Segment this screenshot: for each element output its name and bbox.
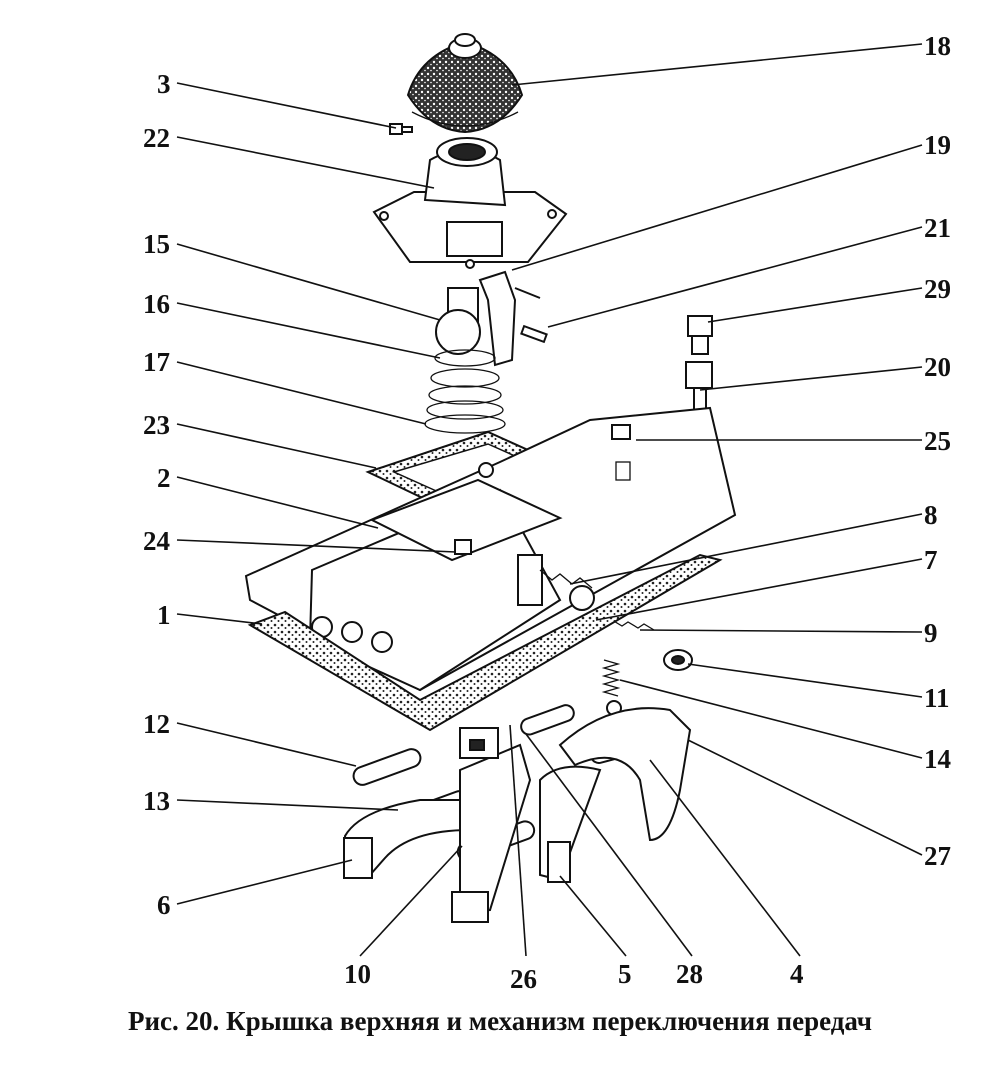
- callout-20: 20: [924, 352, 951, 382]
- gear-lever-part: [435, 270, 548, 367]
- callout-3: 3: [157, 69, 171, 99]
- leader-2: [176, 476, 379, 529]
- leader-27: [687, 739, 923, 856]
- lever-housing-part: [372, 137, 568, 269]
- callout-12: 12: [143, 709, 170, 739]
- callout-24: 24: [143, 526, 170, 556]
- leader-13: [176, 799, 399, 811]
- leader-16: [176, 302, 441, 359]
- small-bolt-part: [389, 123, 413, 135]
- leader-8: [569, 513, 923, 585]
- leader-12: [176, 722, 357, 767]
- detent-spring-part: [517, 554, 693, 671]
- callout-4: 4: [790, 959, 804, 989]
- callout-10: 10: [344, 959, 371, 989]
- callout-8: 8: [924, 500, 938, 530]
- leader-22: [176, 136, 435, 189]
- callout-23: 23: [143, 410, 170, 440]
- lower-gasket-part: [247, 553, 723, 732]
- shift-forks-part: [343, 707, 692, 923]
- leader-9: [639, 629, 923, 633]
- callout-21: 21: [924, 213, 951, 243]
- leader-29: [707, 287, 923, 323]
- callout-2: 2: [157, 463, 171, 493]
- callout-17: 17: [143, 347, 170, 377]
- leader-28: [525, 733, 693, 957]
- callout-9: 9: [924, 618, 938, 648]
- leader-21: [547, 226, 923, 328]
- leader-20: [699, 366, 923, 391]
- callout-13: 13: [143, 786, 170, 816]
- leader-18: [511, 43, 923, 86]
- callout-16: 16: [143, 289, 170, 319]
- leader-19: [511, 144, 923, 271]
- leader-11: [687, 663, 923, 698]
- switch-part: [685, 315, 713, 417]
- callout-7: 7: [924, 545, 938, 575]
- leader-5: [559, 875, 627, 957]
- leader-4: [649, 759, 801, 957]
- exploded-assembly-drawing: 18 3 22 19 15 21 29 16 17 20 23 25 2 8 2…: [143, 31, 951, 994]
- small-spring-part: [601, 659, 622, 716]
- leader-14: [619, 679, 923, 759]
- callout-19: 19: [924, 130, 951, 160]
- boot-part: [406, 33, 524, 134]
- leader-3: [176, 82, 397, 129]
- leader-1: [176, 613, 263, 625]
- leader-lines: [176, 43, 923, 957]
- leader-6: [176, 859, 353, 905]
- callout-5: 5: [618, 959, 632, 989]
- callout-15: 15: [143, 229, 170, 259]
- callout-labels: 18 3 22 19 15 21 29 16 17 20 23 25 2 8 2…: [143, 31, 951, 994]
- callout-26: 26: [510, 964, 537, 994]
- callout-29: 29: [924, 274, 951, 304]
- spring-part: [424, 349, 506, 434]
- leader-24: [176, 539, 457, 553]
- top-cover-part: [244, 406, 737, 692]
- callout-14: 14: [924, 744, 951, 774]
- callout-27: 27: [924, 841, 951, 871]
- leader-10: [359, 845, 463, 957]
- leader-26: [509, 724, 527, 957]
- figure-caption: Рис. 20. Крышка верхняя и механизм перек…: [127, 1006, 873, 1036]
- callout-22: 22: [143, 123, 170, 153]
- callout-6: 6: [157, 890, 171, 920]
- callout-25: 25: [924, 426, 951, 456]
- callout-18: 18: [924, 31, 951, 61]
- leader-7: [595, 558, 923, 621]
- callout-11: 11: [924, 683, 950, 713]
- parts-layer: [244, 33, 737, 923]
- leader-23: [176, 423, 377, 469]
- callout-1: 1: [157, 600, 171, 630]
- leader-17: [176, 361, 427, 425]
- callout-28: 28: [676, 959, 703, 989]
- leader-15: [176, 243, 441, 321]
